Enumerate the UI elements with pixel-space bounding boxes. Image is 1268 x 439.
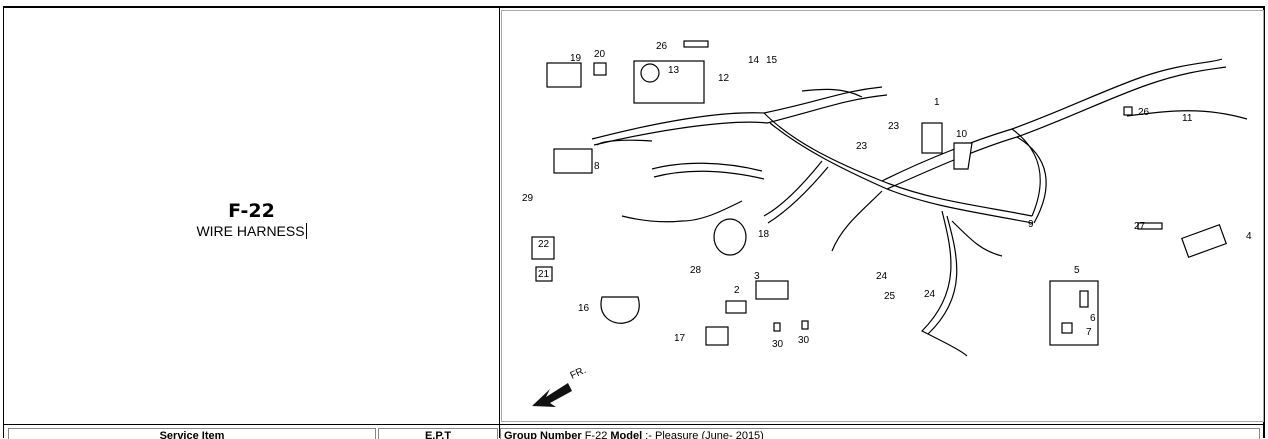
relay-19 (546, 62, 582, 88)
group-name: WIRE HARNESS (196, 223, 305, 239)
label-26a: 26 (656, 41, 668, 52)
label-9: 9 (1028, 219, 1034, 230)
components (531, 40, 1227, 346)
label-13: 13 (668, 65, 680, 76)
label-5: 5 (1074, 265, 1080, 276)
col-header-service-item: Service Item (8, 428, 376, 439)
column-divider (499, 8, 500, 438)
sensor-1 (921, 122, 943, 154)
fuse-30a (773, 322, 781, 332)
label-27: 27 (1134, 221, 1146, 232)
label-21: 21 (538, 269, 550, 280)
part-group-title: F-22 WIRE HARNESS (4, 200, 499, 240)
label-25: 25 (884, 291, 896, 302)
part-numbers: 1 2 3 4 5 6 7 8 9 10 11 12 13 14 15 16 1… (522, 41, 1252, 350)
label-10: 10 (956, 129, 968, 140)
label-6: 6 (1090, 313, 1096, 324)
spark-cap-6 (1079, 290, 1089, 308)
label-28: 28 (690, 265, 702, 276)
cap-box-5 (1049, 280, 1099, 346)
group-number-label: Group Number (504, 430, 582, 439)
page-frame (3, 6, 1265, 438)
label-30b: 30 (798, 335, 810, 346)
group-model-info: Group Number F-22 Model :- Pleasure (Jun… (500, 428, 1260, 439)
connector-17 (705, 326, 729, 346)
label-2: 2 (734, 285, 740, 296)
exploded-diagram: FR. 1 2 3 4 5 6 7 8 9 10 11 12 13 14 15 … (501, 10, 1264, 422)
bolt-26a (683, 40, 709, 48)
parts-table-header: Service Item E.P.T Group Number F-22 Mod… (4, 424, 1264, 439)
group-code: F-22 (228, 200, 275, 222)
cdi-unit-3 (755, 280, 789, 300)
bracket-2 (725, 300, 747, 314)
label-23a: 23 (888, 121, 900, 132)
coil-4 (1181, 223, 1227, 259)
label-23b: 23 (856, 141, 868, 152)
label-16: 16 (578, 303, 590, 314)
label-20: 20 (594, 49, 606, 60)
label-30a: 30 (772, 339, 784, 350)
label-1: 1 (934, 97, 940, 108)
label-12: 12 (718, 73, 730, 84)
text-cursor (305, 223, 307, 239)
model-label: Model (610, 430, 643, 439)
label-24a: 24 (876, 271, 888, 282)
label-15: 15 (766, 55, 778, 66)
relay-21 (535, 266, 553, 282)
label-8: 8 (594, 161, 600, 172)
label-11: 11 (1182, 113, 1193, 124)
direction-arrow (532, 383, 572, 407)
relay-22 (531, 236, 555, 260)
label-22: 22 (538, 239, 550, 250)
label-26b: 26 (1138, 107, 1150, 118)
regulator-8 (553, 148, 593, 174)
horn-18 (713, 218, 747, 256)
part-group-cell: F-22 WIRE HARNESS (4, 8, 499, 424)
direction-label: FR. (569, 365, 588, 382)
col-header-ept: E.P.T (378, 428, 498, 439)
label-24b: 24 (924, 289, 936, 300)
harness-wires (591, 58, 1248, 357)
label-18: 18 (758, 229, 770, 240)
wire-harness-diagram: FR. 1 2 3 4 5 6 7 8 9 10 11 12 13 14 15 … (522, 40, 1252, 407)
label-19: 19 (570, 53, 582, 64)
fuse-30b (801, 320, 809, 330)
clamp-16 (600, 296, 640, 324)
bolt-26b (1123, 106, 1133, 116)
fuse-20 (593, 62, 607, 76)
ignition-key (640, 63, 660, 83)
group-number-value: F-22 (584, 430, 608, 439)
label-14: 14 (748, 55, 760, 66)
model-value: Pleasure (June- 2015) (655, 430, 764, 439)
bolt-27 (1137, 222, 1163, 230)
label-17: 17 (674, 333, 686, 344)
label-4: 4 (1246, 231, 1252, 242)
label-29: 29 (522, 193, 534, 204)
seal-7 (1061, 322, 1073, 334)
label-3: 3 (754, 271, 760, 282)
cover-10 (953, 142, 973, 170)
label-7: 7 (1086, 327, 1092, 338)
